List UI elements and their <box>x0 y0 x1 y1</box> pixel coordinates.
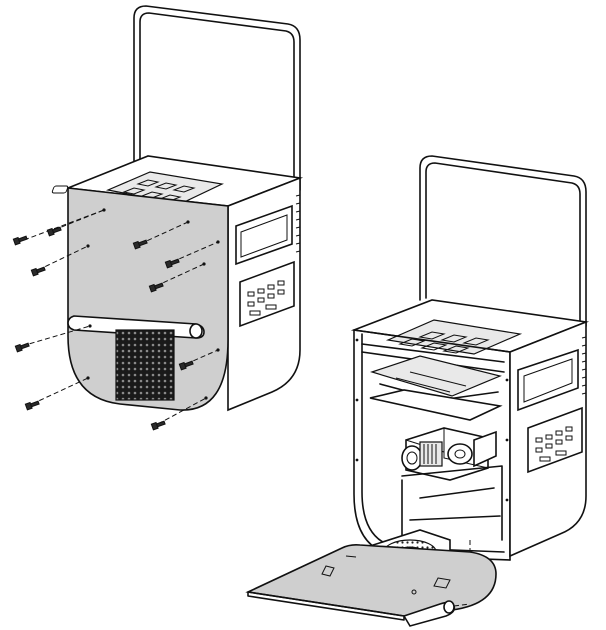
left-control-plate <box>239 260 295 328</box>
internal-plate <box>369 389 503 421</box>
left-control-buttons <box>247 280 285 316</box>
left-front-panel <box>67 187 229 411</box>
internal-chute <box>370 355 502 397</box>
left-unit <box>12 5 304 431</box>
left-fan-grille <box>115 329 175 401</box>
motor-assembly <box>401 427 497 481</box>
left-vent-slots <box>295 194 301 253</box>
right-cup-tray <box>385 319 523 355</box>
base-plate <box>245 544 497 617</box>
left-display-window <box>235 204 293 266</box>
right-carry-handle <box>419 155 587 327</box>
left-carry-handle <box>133 5 301 191</box>
screws-left <box>21 209 219 425</box>
right-control-buttons <box>535 426 573 462</box>
base-plate-slots <box>321 555 451 595</box>
right-control-plate <box>527 406 583 474</box>
lower-support <box>401 465 503 541</box>
right-unit <box>245 155 590 627</box>
right-display-window <box>517 348 579 412</box>
right-vent-slots <box>581 336 587 395</box>
screw-icon-set <box>12 226 194 431</box>
